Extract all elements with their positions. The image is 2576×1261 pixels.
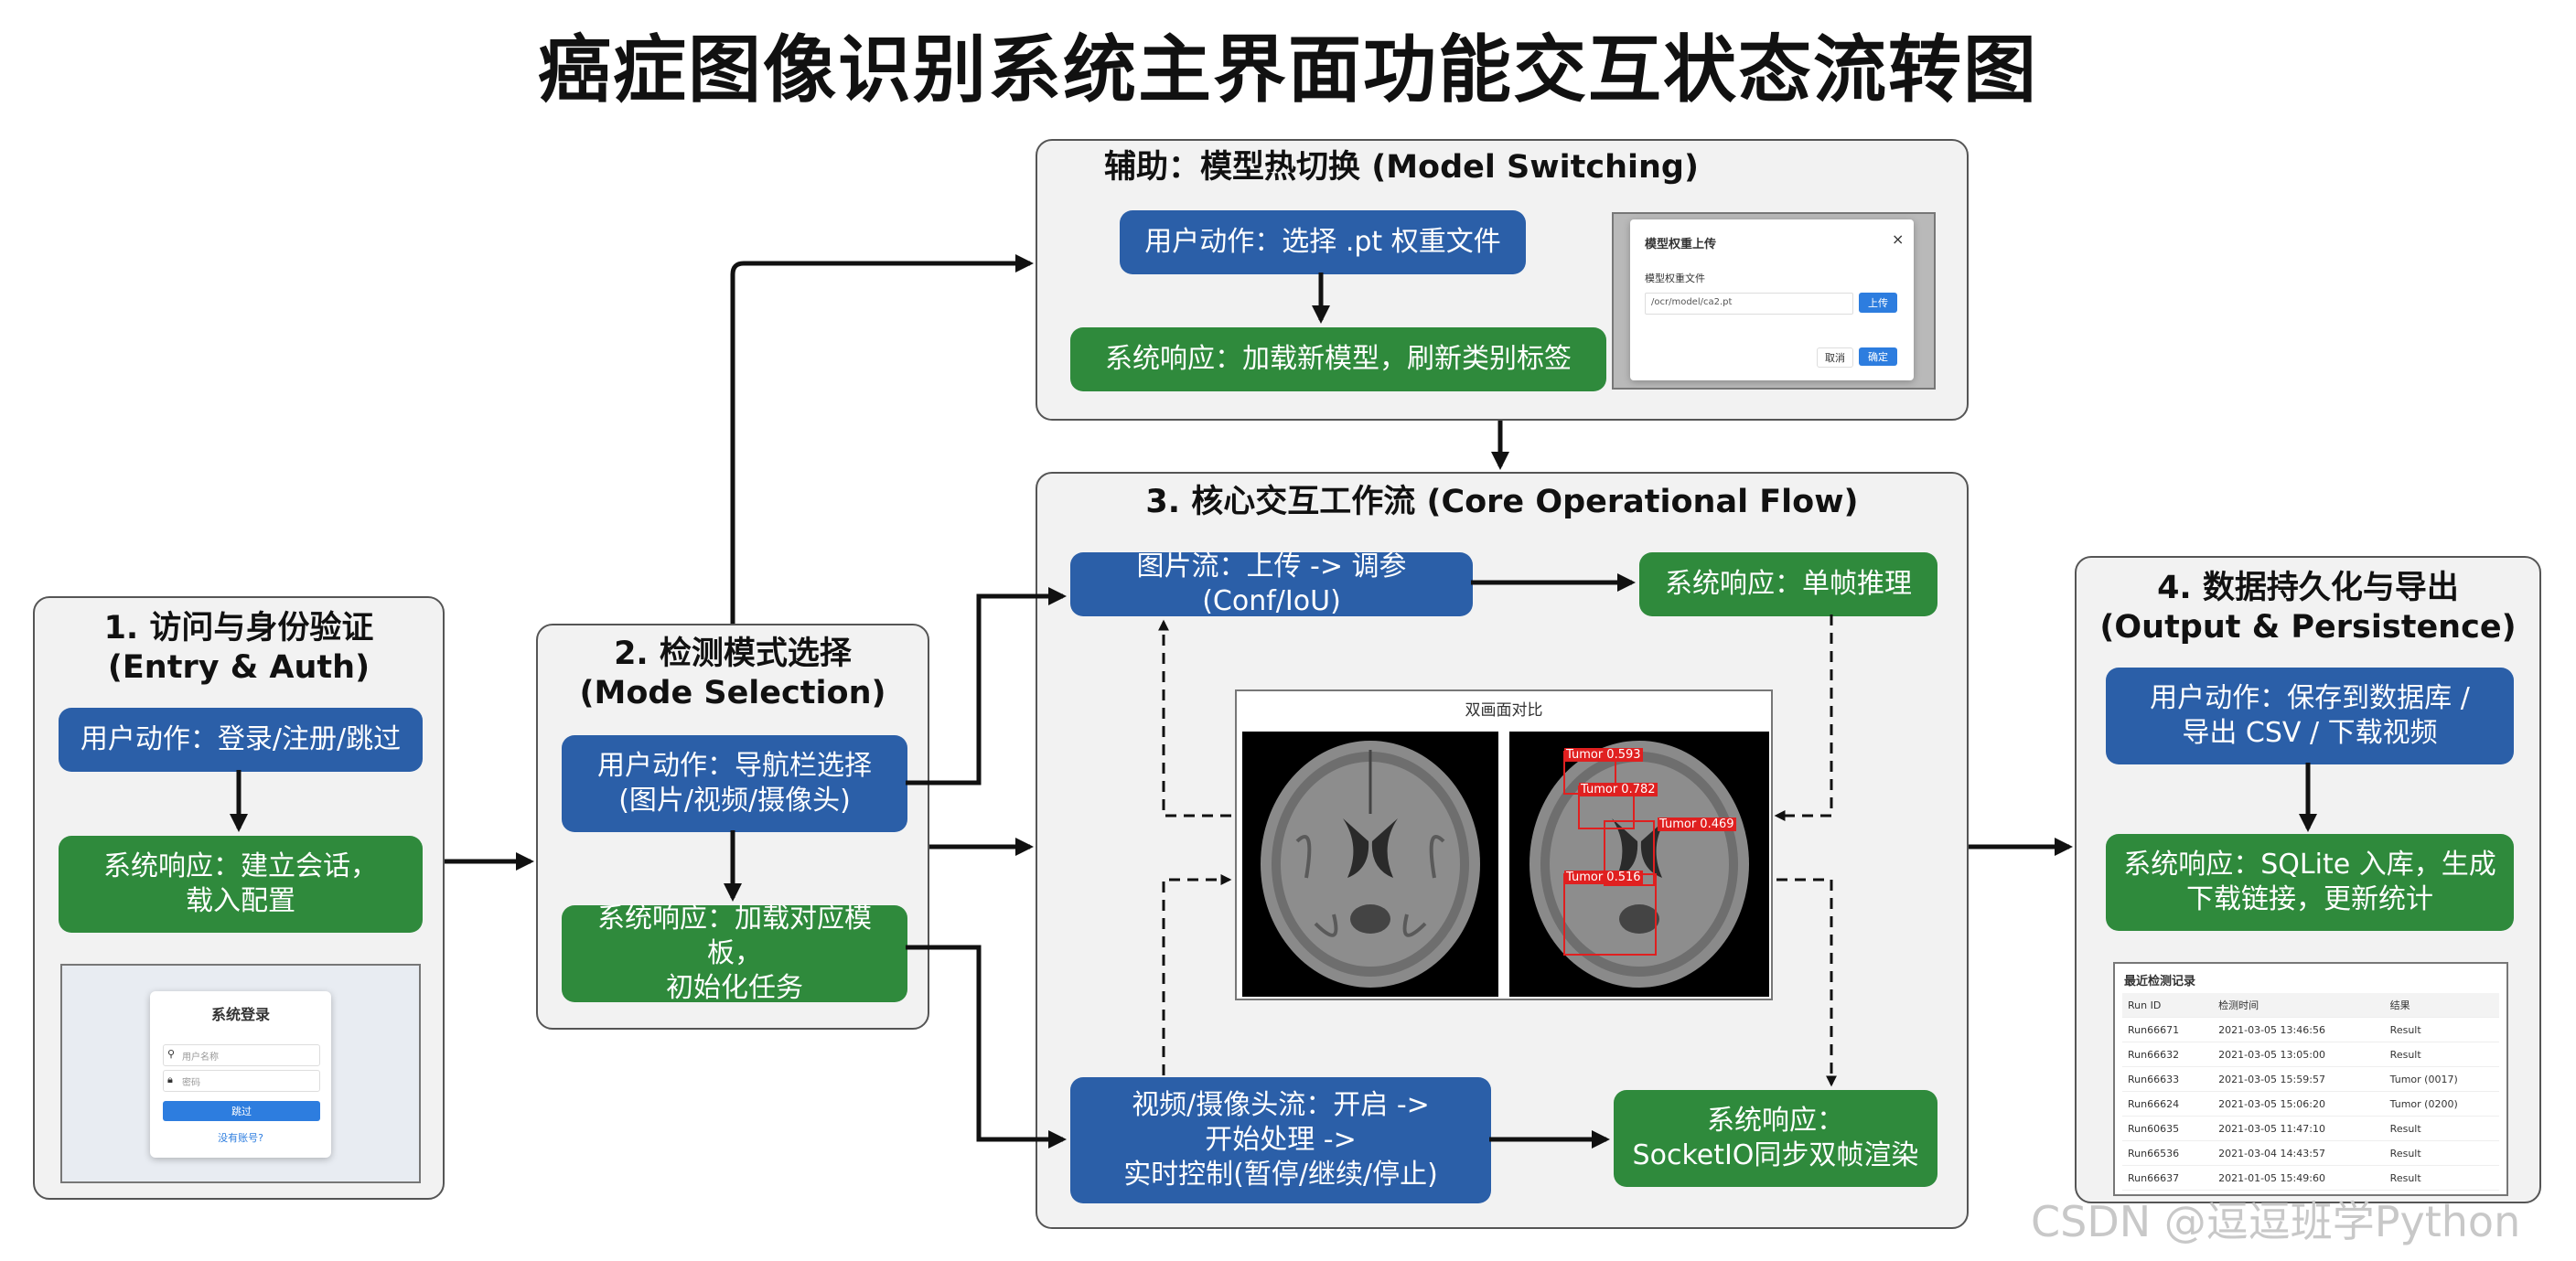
records-title: 最近检测记录 [2124,975,2196,988]
close-icon[interactable]: × [1892,230,1905,248]
detection-label-2: Tumor 0.782 [1579,783,1658,796]
comparison-title: 双画面对比 [1465,701,1543,720]
username-placeholder: 用户名称 [182,1053,219,1063]
panel-output: 4. 数据持久化与导出 (Output & Persistence) 用户动作：… [2075,556,2541,1203]
cell-result: Result [2384,1140,2499,1166]
panel-title: 2. 检测模式选择 (Mode Selection) [579,636,886,711]
skip-button[interactable]: 跳过 [163,1101,320,1121]
panel-title: 1. 访问与身份验证 (Entry & Auth) [103,610,374,686]
detected-mri-image [1509,732,1769,997]
detection-box-3 [1604,820,1655,886]
file-path-value: /ocr/model/ca2.pt [1651,297,1733,307]
register-link[interactable]: 没有账号? [218,1132,263,1144]
diagram-title: 癌症图像识别系统主界面功能交互状态流转图 [538,27,2038,112]
arrow-mode-to-switch [730,254,1034,624]
cell-result: Tumor (0017) [2384,1066,2499,1092]
upload-dialog: 模型权重上传 × 模型权重文件 /ocr/model/ca2.pt 上传 取消 … [1630,219,1914,380]
lock-icon: 🔒︎ [167,1074,173,1085]
upload-button[interactable]: 上传 [1859,293,1897,313]
system-response-box: 系统响应：加载对应模板， 初始化任务 [562,903,907,1004]
cell-run-id: Run66633 [2122,1066,2214,1092]
cell-result: Result [2384,1165,2499,1191]
video-response-box: 系统响应： SocketIO同步双帧渲染 [1614,1090,1937,1187]
login-card: 系统登录 ⚲ 用户名称 🔒︎ 密码 跳过 没有账号? [150,991,331,1158]
file-path-input[interactable]: /ocr/model/ca2.pt [1645,293,1853,315]
cell-time: 2021-03-05 11:47:10 [2213,1116,2385,1141]
table-header-row: Run ID 检测时间 结果 [2122,993,2499,1018]
confirm-button[interactable]: 确定 [1859,347,1897,366]
video-flow-box: 视频/摄像头流：开启 -> 开始处理 -> 实时控制(暂停/继续/停止) [1070,1077,1491,1203]
dialog-title: 模型权重上传 [1645,238,1717,251]
login-title: 系统登录 [210,1006,270,1023]
detection-label-3: Tumor 0.469 [1658,818,1736,831]
image-response-box: 系统响应：单帧推理 [1639,552,1937,616]
cell-run-id: Run66624 [2122,1091,2214,1117]
detection-label-1: Tumor 0.593 [1564,748,1643,762]
cell-run-id: Run66637 [2122,1165,2214,1191]
panel-mode-selection: 2. 检测模式选择 (Mode Selection) 用户动作：导航栏选择 (图… [536,624,929,1030]
system-response-box: 系统响应：SQLite 入库，生成 下载链接，更新统计 [2106,834,2514,931]
cancel-button[interactable]: 取消 [1817,347,1853,368]
cell-result: Tumor (0200) [2384,1091,2499,1117]
system-response-box: 系统响应：加载新模型，刷新类别标签 [1070,327,1606,391]
panel-entry-auth: 1. 访问与身份验证 (Entry & Auth) 用户动作：登录/注册/跳过 … [33,596,445,1200]
panel-title: 4. 数据持久化与导出 (Output & Persistence) [2099,570,2517,646]
image-flow-box: 图片流：上传 -> 调参(Conf/IoU) [1070,550,1473,617]
cell-run-id: Run66671 [2122,1017,2214,1042]
header-time: 检测时间 [2213,993,2385,1018]
user-action-box: 用户动作：选择 .pt 权重文件 [1120,210,1526,274]
cell-run-id: Run66536 [2122,1140,2214,1166]
cell-time: 2021-03-05 15:06:20 [2213,1091,2385,1117]
cell-time: 2021-03-05 13:46:56 [2213,1017,2385,1042]
panel-title: 辅助：模型热切换 (Model Switching) [1104,149,1699,186]
panel-model-switching: 辅助：模型热切换 (Model Switching) 用户动作：选择 .pt 权… [1036,139,1969,421]
panel-title: 3. 核心交互工作流 (Core Operational Flow) [1145,484,1859,520]
cell-result: Result [2384,1116,2499,1141]
user-action-box: 用户动作：登录/注册/跳过 [59,708,423,772]
panel-core-flow: 3. 核心交互工作流 (Core Operational Flow) 图片流：上… [1036,472,1969,1229]
header-run-id: Run ID [2122,993,2214,1018]
header-result: 结果 [2384,993,2499,1018]
model-upload-screenshot: 模型权重上传 × 模型权重文件 /ocr/model/ca2.pt 上传 取消 … [1612,212,1936,390]
cell-result: Result [2384,1042,2499,1067]
dual-view-comparison: 双画面对比 [1235,689,1773,1000]
cell-run-id: Run60635 [2122,1116,2214,1141]
user-action-box: 用户动作：导航栏选择 (图片/视频/摄像头) [562,735,907,832]
watermark: CSDN @逗逗班学Python [2031,1197,2521,1246]
system-response-box: 系统响应：建立会话， 载入配置 [59,836,423,933]
cell-result: Result [2384,1017,2499,1042]
cell-time: 2021-03-04 14:43:57 [2213,1140,2385,1166]
username-input[interactable]: ⚲ 用户名称 [163,1044,320,1066]
cell-time: 2021-03-05 15:59:57 [2213,1066,2385,1092]
user-action-box: 用户动作：保存到数据库 / 导出 CSV / 下载视频 [2106,668,2514,764]
user-icon: ⚲ [167,1048,176,1060]
password-placeholder: 密码 [182,1078,200,1088]
field-label: 模型权重文件 [1645,273,1705,284]
original-mri-image [1242,732,1498,997]
login-screenshot: 系统登录 ⚲ 用户名称 🔒︎ 密码 跳过 没有账号? [60,964,421,1183]
cell-time: 2021-03-05 13:05:00 [2213,1042,2385,1067]
password-input[interactable]: 🔒︎ 密码 [163,1070,320,1092]
detection-label-4: Tumor 0.516 [1564,871,1643,884]
cell-time: 2021-01-05 15:49:60 [2213,1165,2385,1191]
cell-run-id: Run66632 [2122,1042,2214,1067]
